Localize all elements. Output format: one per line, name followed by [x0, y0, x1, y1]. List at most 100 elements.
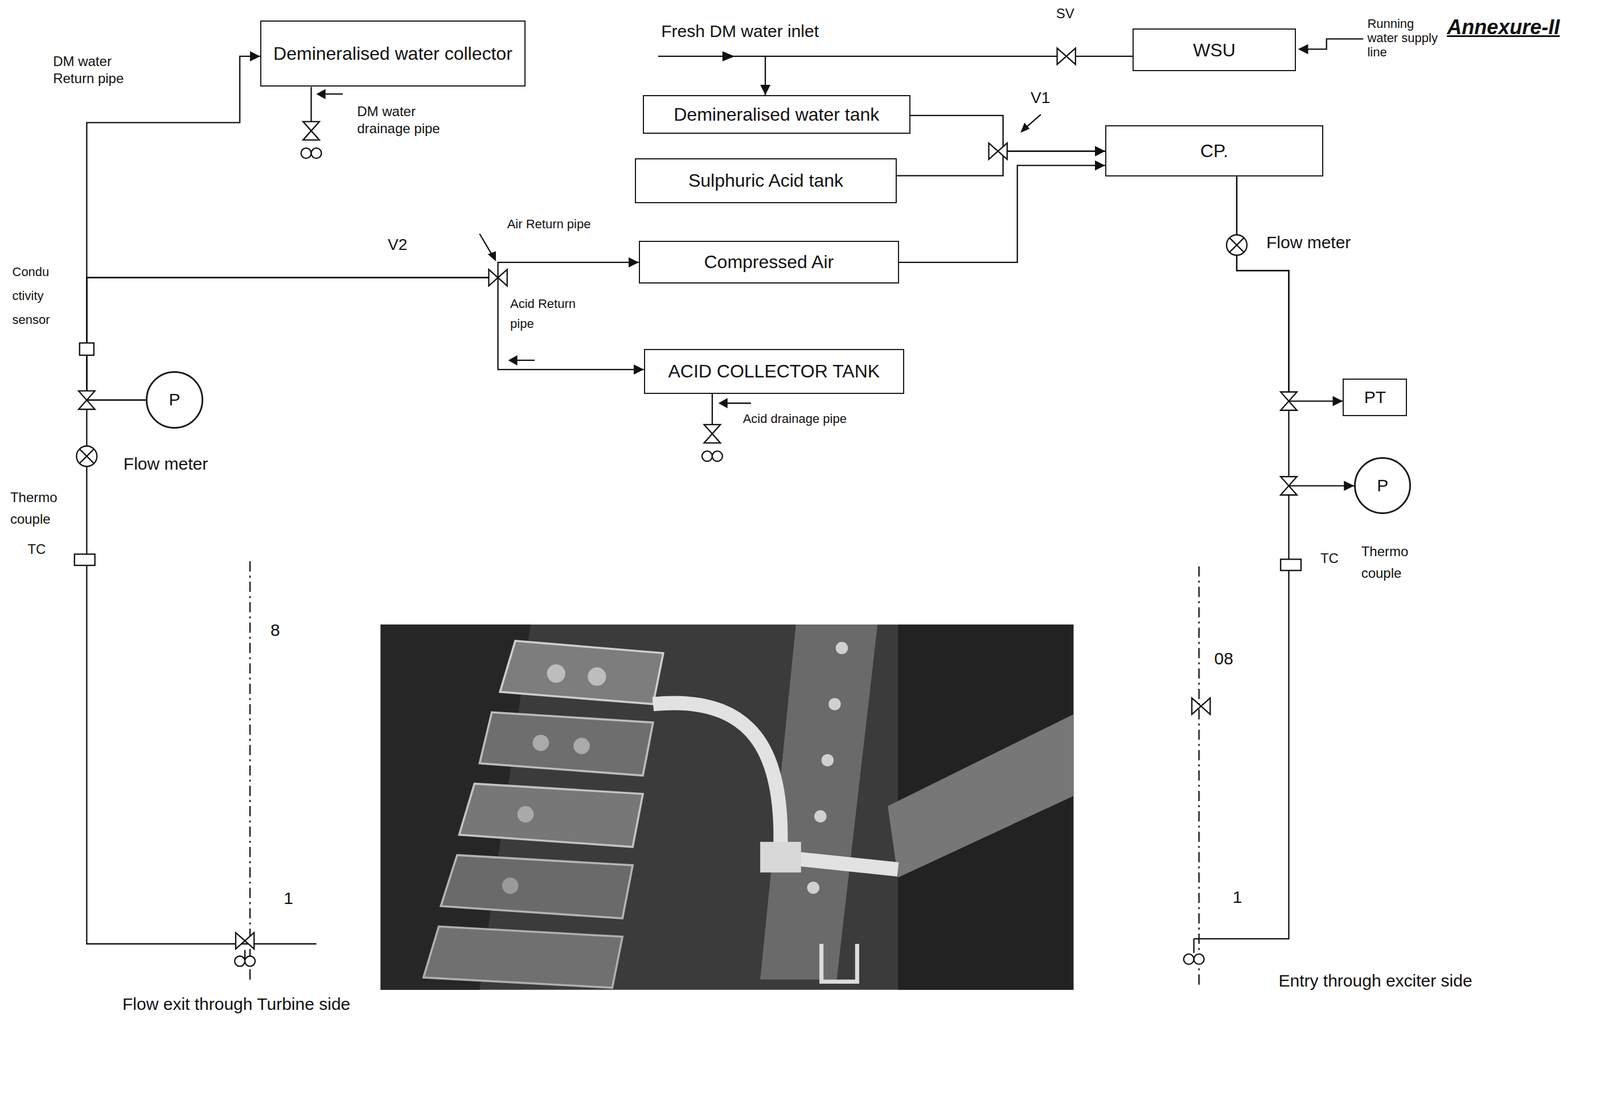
drain-symbol	[244, 956, 256, 967]
pressure-gauge: P	[145, 371, 203, 429]
drain-symbol	[702, 450, 713, 462]
arrow-head	[1298, 43, 1309, 55]
plate-bolt	[532, 735, 549, 752]
arrow-heads	[316, 43, 1309, 409]
callout-number: 1	[1232, 886, 1243, 909]
arrow-head	[718, 398, 728, 409]
pipe-label: Air Return pipe	[507, 216, 592, 233]
pipe-connector	[1236, 176, 1343, 401]
annexure-title: Annexure-II	[1446, 14, 1560, 40]
valve-symbol	[235, 932, 254, 950]
valve-symbol	[704, 424, 721, 443]
tank-box: ACID COLLECTOR TANK	[643, 349, 905, 395]
arrow-head	[1020, 122, 1030, 133]
stator-plate	[458, 784, 643, 848]
fresh-inlet-pipe	[658, 55, 766, 57]
valve-label: V2	[387, 234, 408, 255]
drain-symbol	[311, 148, 322, 159]
flow-meter-symbol	[1226, 235, 1247, 256]
valve-symbol	[78, 391, 96, 410]
flow-meter-cross	[79, 449, 94, 464]
instrument-label: Flow meter	[1266, 231, 1351, 254]
stator-plate	[423, 926, 623, 989]
valve-label: V1	[1030, 87, 1050, 108]
photo-illustration	[380, 624, 1074, 991]
flow-meter-cross	[1229, 238, 1244, 253]
header-bolt	[814, 810, 827, 823]
leader-line	[479, 234, 493, 257]
valve-symbol	[1280, 476, 1298, 495]
valve-symbol	[1280, 391, 1298, 410]
centre-line	[249, 561, 251, 980]
instrument-label: Thermo couple	[10, 486, 72, 531]
instrument-label: Flow meter	[123, 453, 208, 475]
stator-plate	[499, 641, 664, 705]
callout-number: 1	[283, 887, 294, 910]
instrument-label: Thermo couple	[1361, 540, 1423, 585]
process-box: CP.	[1105, 125, 1324, 177]
drain-symbol	[1194, 954, 1205, 965]
valve-label: SV	[1056, 5, 1075, 23]
side-caption: Entry through exciter side	[1278, 970, 1472, 992]
node-text: Sulphuric Acid tank	[688, 169, 844, 192]
pipe-label: Acid Return pipe	[510, 293, 597, 334]
pipe-label: DM water Return pipe	[52, 52, 135, 88]
node-text: Demineralised water collector	[273, 42, 513, 65]
drain-pipe	[1193, 938, 1195, 954]
arrow-head	[487, 251, 496, 262]
node-text: ACID COLLECTOR TANK	[667, 360, 880, 383]
stator-plate	[440, 855, 633, 919]
header-bolt	[821, 754, 835, 767]
valve-symbol	[1191, 698, 1210, 715]
instrument-label: TC	[27, 540, 46, 559]
valve-symbol	[302, 121, 320, 141]
collector-box: Demineralised water collector	[260, 20, 526, 87]
pipe-connector	[896, 151, 1106, 176]
plate-bolt	[517, 806, 535, 823]
header-bolt	[807, 881, 820, 895]
valve-symbol	[989, 142, 1008, 160]
arrow-head	[722, 51, 736, 62]
valve-symbol	[488, 269, 507, 286]
drain-symbol	[1183, 954, 1195, 965]
process-box: WSU	[1132, 28, 1296, 72]
drain-symbol	[234, 956, 245, 967]
photo-band	[887, 714, 1074, 879]
header-bolt	[835, 642, 849, 655]
side-caption: Flow exit through Turbine side	[122, 993, 351, 1016]
plate-bolt	[547, 664, 566, 683]
plate-bolt	[573, 737, 590, 755]
supply-box: Compressed Air	[638, 240, 900, 284]
pipe-connector	[1236, 176, 1355, 486]
node-text: P	[168, 389, 180, 410]
stator-plate	[479, 712, 654, 776]
pressure-gauge: P	[1354, 457, 1411, 515]
node-text: P	[1376, 475, 1389, 496]
flow-arrow-line	[724, 402, 752, 404]
tank-box: Demineralised water tank	[642, 95, 911, 134]
u-bend	[821, 944, 858, 982]
centre-line	[1198, 566, 1200, 986]
pipe-fitting	[760, 842, 802, 873]
flow-meter-symbol	[76, 445, 97, 467]
node-text: Demineralised water tank	[673, 103, 880, 126]
valve-symbol	[1057, 48, 1076, 65]
conductivity-sensor	[79, 342, 94, 356]
callout-number: 8	[270, 619, 281, 642]
pipe-connector	[765, 56, 1133, 96]
photo-ground	[380, 624, 1074, 991]
instrument-label: TC	[1320, 550, 1339, 568]
sensor-label: Condu ctivity sensor	[12, 260, 62, 332]
supply-line	[1306, 38, 1364, 49]
thermocouple-symbol	[1280, 559, 1302, 571]
drain-symbol	[301, 148, 312, 159]
arrow-head	[316, 88, 326, 100]
arrow-head	[507, 355, 518, 366]
inlet-label: Fresh DM water inlet	[661, 20, 819, 43]
pipe-label: DM water drainage pipe	[357, 103, 455, 138]
node-text: PT	[1364, 387, 1386, 408]
turbine-side-pipe	[86, 400, 317, 945]
